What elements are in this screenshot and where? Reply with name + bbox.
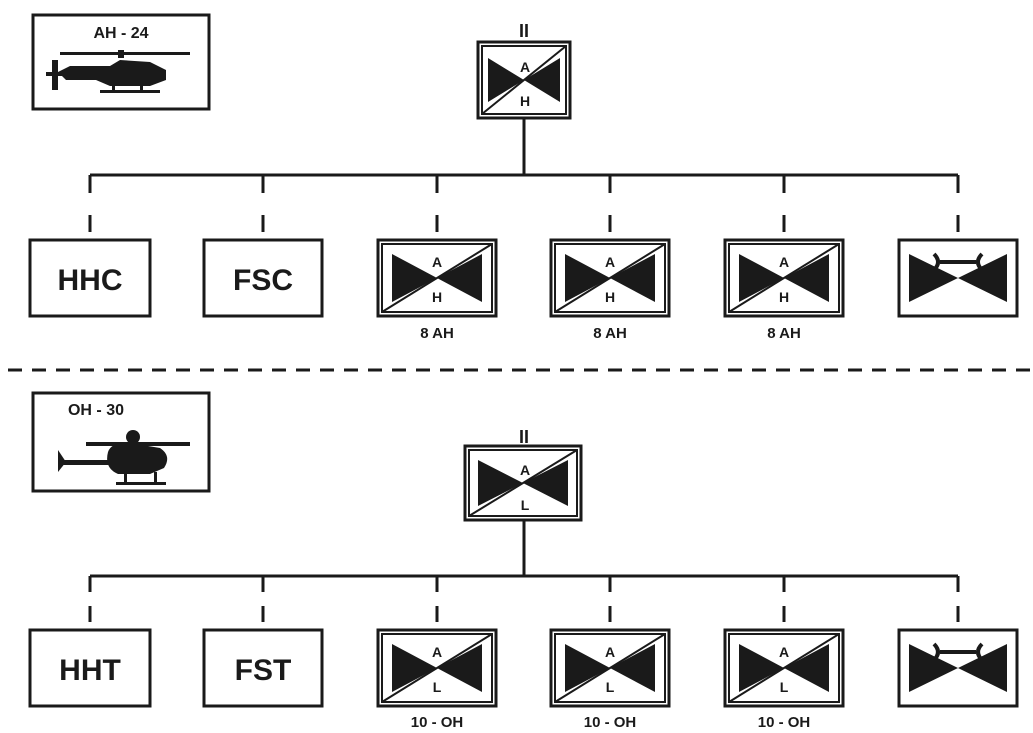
unit-bottom-letter: H xyxy=(779,289,789,305)
unit-aviation-company-2: A H 8 AH xyxy=(549,238,671,342)
battalion-top-letter: A xyxy=(520,59,530,75)
battalion-symbol: A H xyxy=(476,40,572,120)
echelon-marker: II xyxy=(519,427,529,447)
bowtie-icon xyxy=(488,58,560,102)
bowtie-icon xyxy=(565,644,655,692)
unit-hhc: HHC xyxy=(28,238,152,318)
unit-caption: 10 - OH xyxy=(411,714,464,731)
bowtie-icon xyxy=(478,460,568,506)
bowtie-icon xyxy=(909,254,1007,302)
unit-fst: FST xyxy=(202,628,324,708)
unit-bottom-letter: L xyxy=(606,679,615,695)
scout-helicopter-icon xyxy=(58,430,190,485)
unit-fsc: FSC xyxy=(202,238,324,318)
bowtie-icon xyxy=(909,644,1007,692)
unit-top-letter: A xyxy=(605,644,615,660)
unit-hht: HHT xyxy=(28,628,152,708)
attack-helicopter-icon xyxy=(46,50,190,93)
bowtie-icon xyxy=(392,254,482,302)
unit-label: HHC xyxy=(58,264,123,297)
bowtie-icon xyxy=(739,644,829,692)
battalion-symbol: A L xyxy=(463,444,583,522)
unit-caption: 8 AH xyxy=(767,325,801,342)
wrench-icon xyxy=(932,642,984,662)
unit-label: FST xyxy=(235,654,292,687)
unit-top-letter: A xyxy=(779,644,789,660)
unit-caption: 10 - OH xyxy=(758,714,811,731)
unit-top-letter: A xyxy=(432,254,442,270)
echelon-marker: II xyxy=(519,21,529,41)
connector-lines xyxy=(88,520,960,622)
battalion-bottom-letter: L xyxy=(521,497,530,513)
unit-aviation-troop-1: A L 10 - OH xyxy=(376,628,498,731)
unit-aviation-troop-2: A L 10 - OH xyxy=(549,628,671,731)
unit-aviation-troop-3: A L 10 - OH xyxy=(723,628,845,731)
unit-caption: 8 AH xyxy=(420,325,454,342)
unit-aviation-company-3: A H 8 AH xyxy=(723,238,845,342)
unit-label: FSC xyxy=(233,264,293,297)
bowtie-icon xyxy=(739,254,829,302)
section-recon: OH - 30 II A L xyxy=(28,391,1019,731)
unit-top-letter: A xyxy=(432,644,442,660)
unit-maintenance xyxy=(897,238,1019,318)
unit-caption: 8 AH xyxy=(593,325,627,342)
bowtie-icon xyxy=(565,254,655,302)
unit-top-letter: A xyxy=(779,254,789,270)
unit-label: HHT xyxy=(59,654,121,687)
section-attack: AH - 24 II A H xyxy=(28,13,1019,342)
wrench-icon xyxy=(932,252,984,272)
unit-top-letter: A xyxy=(605,254,615,270)
battalion-bottom-letter: H xyxy=(520,93,530,109)
battalion-top-letter: A xyxy=(520,462,530,478)
unit-bottom-letter: L xyxy=(433,679,442,695)
aircraft-label: OH - 30 xyxy=(68,402,124,419)
unit-maintenance xyxy=(897,628,1019,708)
unit-aviation-company-1: A H 8 AH xyxy=(376,238,498,342)
unit-bottom-letter: L xyxy=(780,679,789,695)
unit-caption: 10 - OH xyxy=(584,714,637,731)
aircraft-label: AH - 24 xyxy=(93,25,148,42)
connector-lines xyxy=(88,118,960,232)
bowtie-icon xyxy=(392,644,482,692)
unit-bottom-letter: H xyxy=(605,289,615,305)
unit-bottom-letter: H xyxy=(432,289,442,305)
aircraft-box: OH - 30 xyxy=(31,391,211,493)
aircraft-box: AH - 24 xyxy=(31,13,211,111)
